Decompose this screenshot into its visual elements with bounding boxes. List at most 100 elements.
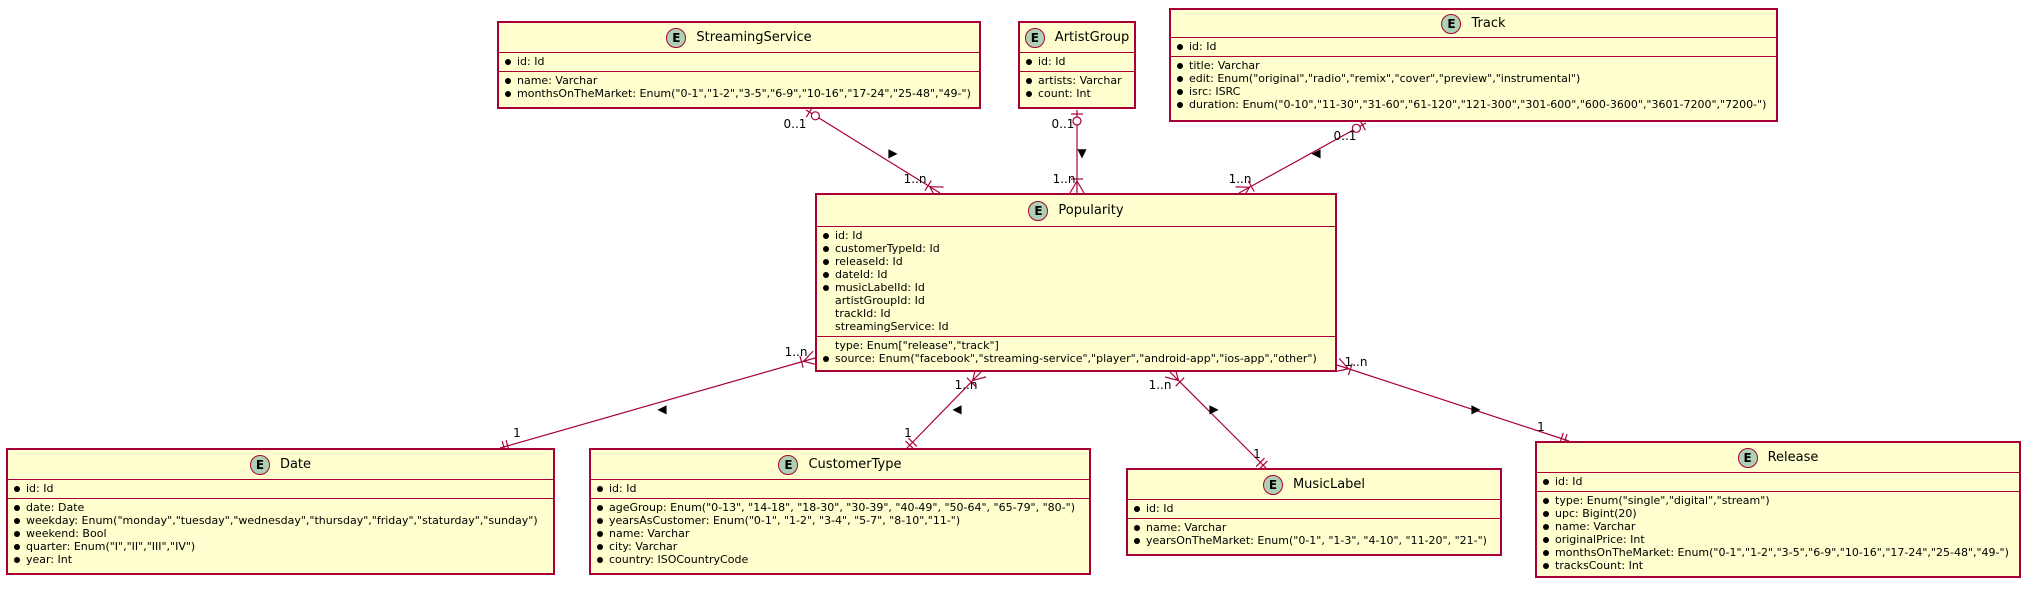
entity-field: ageGroup: Enum("0-13", "14-18", "18-30",… xyxy=(597,501,1083,514)
mandatory-dot-icon xyxy=(1026,77,1032,84)
entity-name: ArtistGroup xyxy=(1054,30,1130,45)
entity-field: yearsAsCustomer: Enum("0-1", "1-2", "3-4… xyxy=(597,514,1083,527)
attribute-section: ageGroup: Enum("0-13", "14-18", "18-30",… xyxy=(591,498,1089,569)
direction-arrow-icon: ▼ xyxy=(1077,146,1087,160)
entity-field: originalPrice: Int xyxy=(1543,533,2013,546)
field-text: type: Enum["release","track"] xyxy=(835,339,999,352)
entity-icon: E xyxy=(666,27,687,48)
mandatory-dot-icon xyxy=(1177,43,1183,50)
entity-icon: E xyxy=(249,454,270,475)
field-text: name: Varchar xyxy=(609,527,690,540)
one-bar-icon xyxy=(907,437,918,447)
field-text: source: Enum("facebook","streaming-servi… xyxy=(835,352,1317,365)
mandatory-dot-icon xyxy=(505,58,511,65)
entity-field: yearsOnTheMarket: Enum("0-1", "1-3", "4-… xyxy=(1134,534,1494,547)
mandatory-dot-icon xyxy=(1026,90,1032,97)
field-text: originalPrice: Int xyxy=(1555,533,1645,546)
entity-name: StreamingService xyxy=(696,30,812,45)
direction-arrow-icon: ▶ xyxy=(1471,402,1481,416)
entity-field: source: Enum("facebook","streaming-servi… xyxy=(823,352,1329,365)
crowfoot-icon xyxy=(1069,180,1078,194)
entity-field: type: Enum("single","digital","stream") xyxy=(1543,494,2013,507)
mandatory-dot-icon xyxy=(14,556,20,563)
entity-field: name: Varchar xyxy=(505,74,973,87)
field-text: customerTypeId: Id xyxy=(835,242,940,255)
entity-field: dateId: Id xyxy=(823,268,1329,281)
field-text: city: Varchar xyxy=(609,540,678,553)
mandatory-dot-icon xyxy=(1177,101,1183,108)
mandatory-dot-icon xyxy=(14,530,20,537)
mandatory-dot-icon xyxy=(1134,505,1140,512)
mandatory-dot-icon xyxy=(597,556,603,563)
attribute-section: type: Enum["release","track"]source: Enu… xyxy=(817,336,1335,368)
entity-field: releaseId: Id xyxy=(823,255,1329,268)
direction-arrow-icon: ▶ xyxy=(1209,402,1219,416)
field-text: isrc: ISRC xyxy=(1189,85,1241,98)
entity-icon: E xyxy=(1737,447,1758,468)
entity-icon: E xyxy=(1024,27,1045,48)
entity-field: name: Varchar xyxy=(1134,521,1494,534)
entity-field: name: Varchar xyxy=(597,527,1083,540)
mandatory-dot-icon xyxy=(597,504,603,511)
crowfoot-icon xyxy=(1334,368,1349,373)
field-text: name: Varchar xyxy=(517,74,598,87)
field-text: yearsAsCustomer: Enum("0-1", "1-2", "3-4… xyxy=(609,514,961,527)
field-text: count: Int xyxy=(1038,87,1091,100)
relation-line xyxy=(1238,122,1367,194)
relation-line xyxy=(906,371,982,449)
crowfoot-icon xyxy=(1076,180,1085,194)
entity-field: id: Id xyxy=(597,482,1083,495)
entity-name: CustomerType xyxy=(808,457,902,472)
field-text: weekday: Enum("monday","tuesday","wednes… xyxy=(26,514,538,527)
field-text: ageGroup: Enum("0-13", "14-18", "18-30",… xyxy=(609,501,1075,514)
entity-field: id: Id xyxy=(1026,55,1128,68)
mandatory-dot-icon xyxy=(823,258,829,265)
mandatory-dot-icon xyxy=(1026,58,1032,65)
crowfoot-bar-icon xyxy=(924,180,932,192)
one-bar-icon xyxy=(905,440,915,450)
one-bar-icon xyxy=(1255,457,1266,468)
cardinality-label: 1 xyxy=(1537,420,1545,434)
mandatory-dot-icon xyxy=(1543,562,1549,569)
entity-field: id: Id xyxy=(1134,502,1494,515)
field-text: dateId: Id xyxy=(835,268,888,281)
crowfoot-bar-icon xyxy=(1175,377,1185,387)
entity-icon: E xyxy=(1441,13,1462,34)
entity-field: upc: Bigint(20) xyxy=(1543,507,2013,520)
relation-line xyxy=(1169,371,1267,469)
field-text: duration: Enum("0-10","11-30","31-60","6… xyxy=(1189,98,1767,111)
entity-field: name: Varchar xyxy=(1543,520,2013,533)
key-section: id: Id xyxy=(1128,500,1500,518)
mandatory-dot-icon xyxy=(1543,510,1549,517)
field-text: id: Id xyxy=(609,482,637,495)
field-text: monthsOnTheMarket: Enum("0-1","1-2","3-5… xyxy=(1555,546,2009,559)
mandatory-dot-icon xyxy=(1177,75,1183,82)
entity-field: country: ISOCountryCode xyxy=(597,553,1083,566)
cardinality-label: 0..1 xyxy=(784,117,807,131)
mandatory-dot-icon xyxy=(597,517,603,524)
mandatory-dot-icon xyxy=(505,90,511,97)
mandatory-dot-icon xyxy=(14,517,20,524)
field-text: year: Int xyxy=(26,553,73,566)
field-text: title: Varchar xyxy=(1189,59,1260,72)
crowfoot-icon xyxy=(1164,376,1179,382)
field-text: monthsOnTheMarket: Enum("0-1","1-2","3-5… xyxy=(517,87,971,100)
field-text: yearsOnTheMarket: Enum("0-1", "1-3", "4-… xyxy=(1146,534,1487,547)
entity-field: id: Id xyxy=(823,229,1329,242)
field-text: date: Date xyxy=(26,501,85,514)
cardinality-label: 1..n xyxy=(785,345,808,359)
